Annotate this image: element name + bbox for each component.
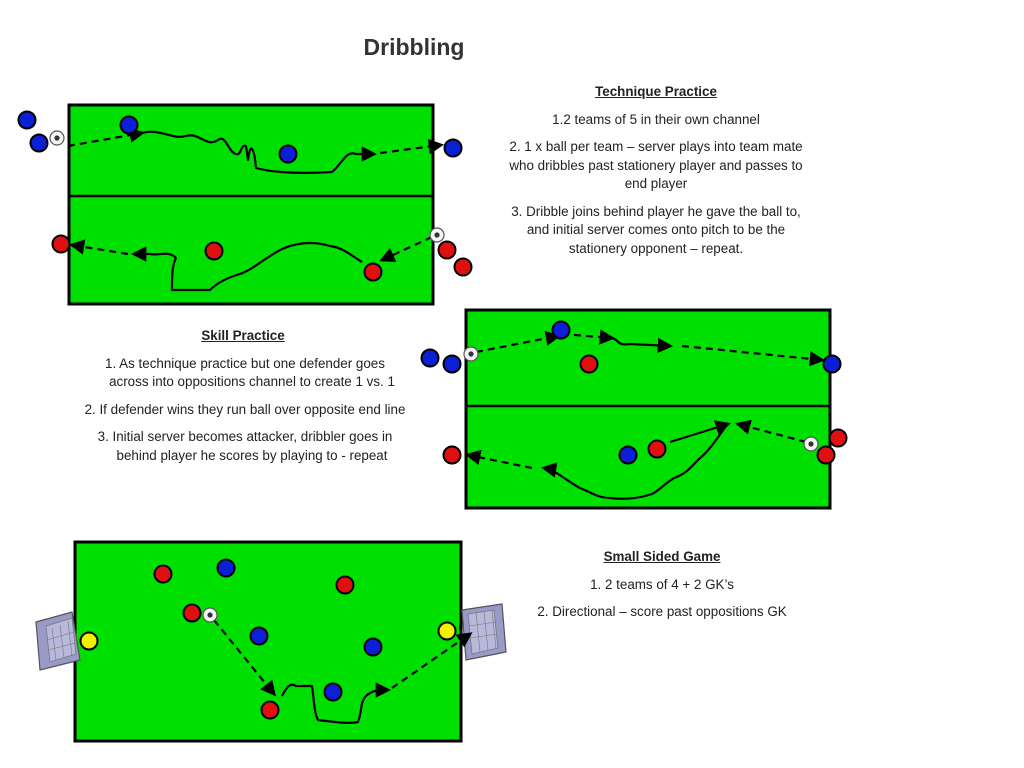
dribble-path — [540, 425, 727, 500]
technique-practice-text: Technique Practice 1.2 teams of 5 in the… — [506, 83, 806, 267]
player-red — [647, 439, 667, 459]
pass-arrow — [213, 619, 276, 697]
technique-practice-diagram — [17, 103, 473, 306]
player-blue — [822, 354, 842, 374]
technique-item: 2. 1 x ball per team – server plays into… — [509, 139, 803, 191]
player-red — [579, 354, 599, 374]
goal-icon — [35, 611, 81, 671]
goalkeeper-yellow — [79, 631, 99, 651]
pass-arrow — [379, 138, 445, 155]
player-blue — [278, 144, 298, 164]
skill-item: 3. Initial server becomes attacker, drib… — [97, 429, 393, 463]
skill-item: 2. If defender wins they run ball over o… — [84, 401, 406, 417]
player-red — [51, 234, 71, 254]
ball-icon — [429, 227, 445, 243]
ball-icon — [803, 436, 819, 452]
player-red — [816, 445, 836, 465]
pitch-skill — [464, 308, 832, 510]
goal-icon — [461, 603, 507, 661]
player-blue — [443, 138, 463, 158]
skill-practice-diagram — [420, 308, 848, 510]
dribble-path — [611, 336, 674, 354]
pass-arrow — [67, 127, 146, 148]
player-red — [182, 603, 202, 623]
pass-arrow — [391, 632, 473, 689]
player-blue — [551, 320, 571, 340]
skill-practice-text: Skill Practice 1. As technique practice … — [80, 327, 406, 474]
skill-item: 1. As technique practice but one defende… — [105, 355, 395, 390]
technique-item: 1.2 teams of 5 in their own channel — [552, 111, 760, 127]
player-red — [335, 575, 355, 595]
pass-arrow — [68, 239, 129, 256]
technique-practice-heading: Technique Practice — [595, 84, 717, 99]
player-blue — [216, 558, 236, 578]
dribble-path — [130, 241, 363, 292]
dribble-path — [281, 682, 392, 724]
player-blue — [249, 626, 269, 646]
dribble-path — [141, 130, 378, 174]
player-red — [437, 240, 457, 260]
small-sided-game-diagram — [35, 540, 507, 743]
skill-practice-heading: Skill Practice — [201, 328, 285, 343]
player-blue — [119, 115, 139, 135]
ssg-item: 2. Directional – score past oppositions … — [537, 604, 787, 619]
technique-item: 3. Dribble joins behind player he gave t… — [511, 203, 801, 256]
player-blue — [323, 682, 343, 702]
small-sided-game-heading: Small Sided Game — [603, 549, 721, 564]
pass-arrow — [379, 236, 433, 262]
player-red — [260, 700, 280, 720]
player-red — [363, 262, 383, 282]
player-blue — [17, 110, 37, 130]
pass-arrow — [561, 329, 616, 345]
pass-arrow — [464, 449, 533, 470]
player-red — [453, 257, 473, 277]
ball-icon — [202, 607, 218, 623]
player-blue — [363, 637, 383, 657]
player-red — [204, 241, 224, 261]
player-red — [153, 564, 173, 584]
player-red — [442, 445, 462, 465]
ssg-item: 1. 2 teams of 4 + 2 GK’s — [590, 576, 734, 592]
player-blue — [618, 445, 638, 465]
small-sided-game-text: Small Sided Game 1. 2 teams of 4 + 2 GK’… — [524, 548, 800, 631]
player-blue — [29, 133, 49, 153]
goalkeeper-yellow — [437, 621, 457, 641]
player-blue — [442, 354, 462, 374]
player-blue — [420, 348, 440, 368]
player-red — [828, 428, 848, 448]
dribble-path — [669, 420, 731, 444]
page-title: Dribbling — [363, 34, 465, 60]
ball-icon — [463, 346, 479, 362]
pass-arrow — [475, 330, 562, 354]
ball-icon — [49, 130, 65, 146]
